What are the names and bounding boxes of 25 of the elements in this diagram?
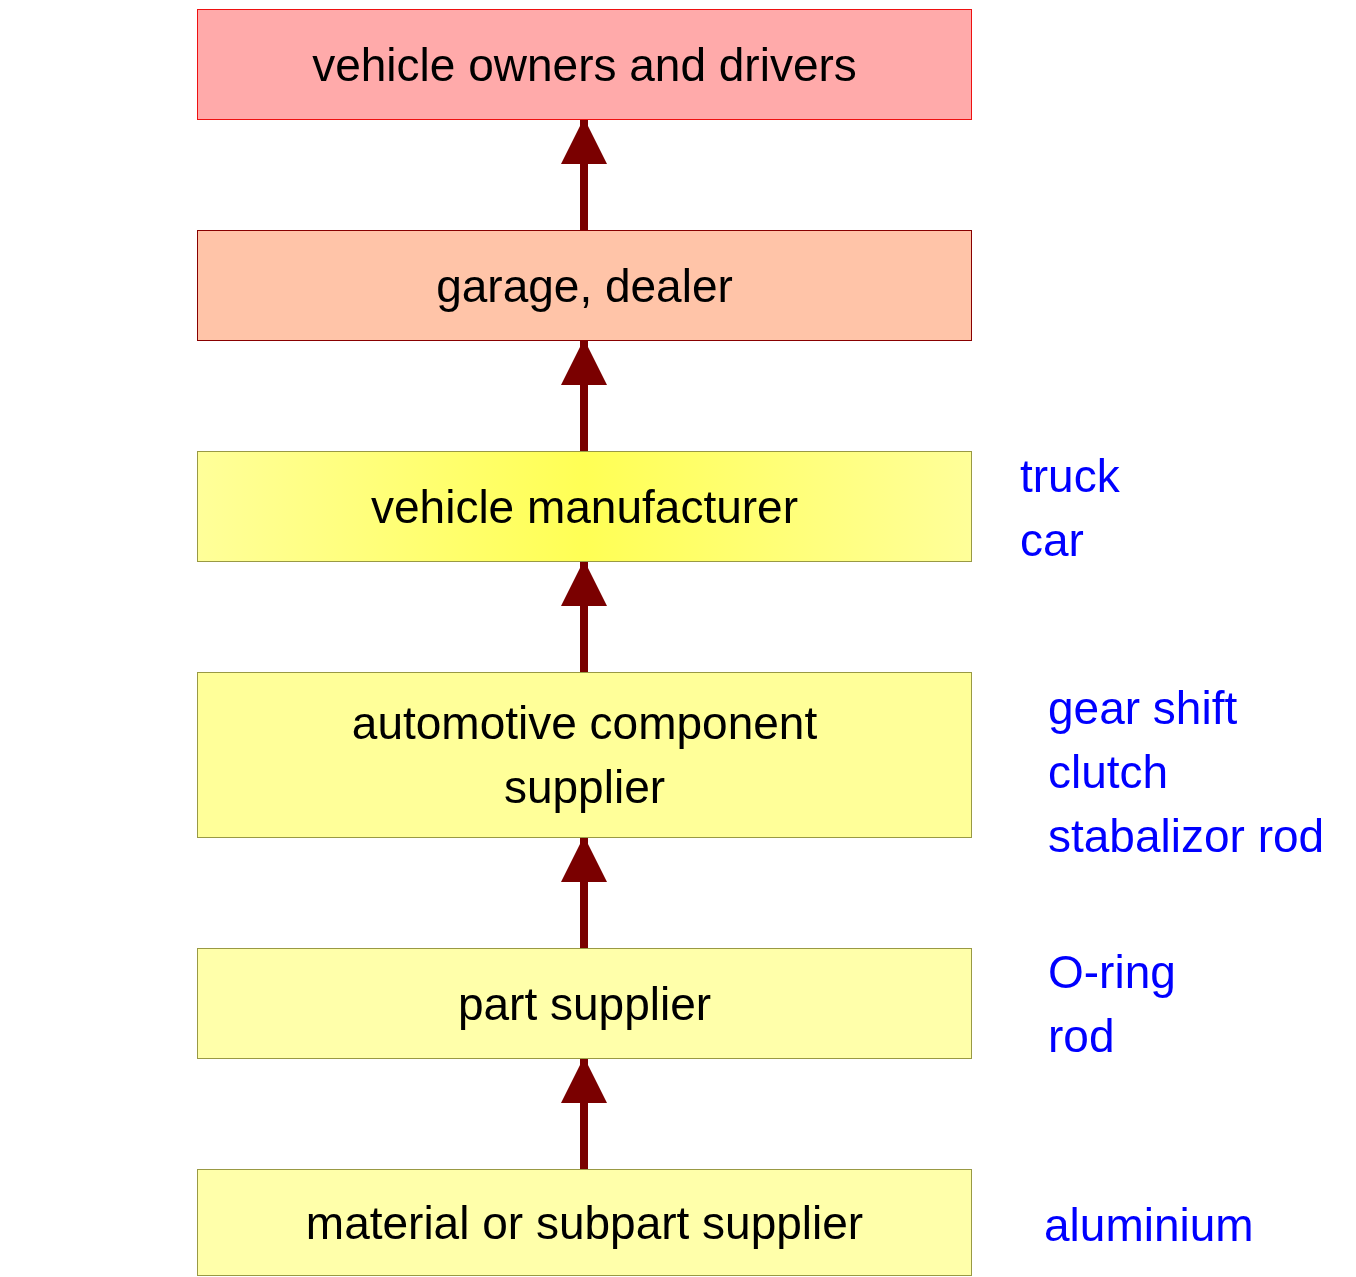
- box-label: material or subpart supplier: [305, 1195, 864, 1251]
- box-label: vehicle manufacturer: [371, 479, 798, 535]
- process-box: [197, 1169, 972, 1276]
- arrow: [561, 560, 607, 672]
- example-label: O-ring: [1048, 945, 1176, 1000]
- example-label: aluminium: [1044, 1198, 1254, 1253]
- process-box: [197, 948, 972, 1059]
- arrow: [561, 1057, 607, 1169]
- arrow: [561, 836, 607, 948]
- arrow: [561, 339, 607, 451]
- example-label: rod: [1048, 1009, 1116, 1064]
- box-label: vehicle owners and drivers: [312, 37, 857, 93]
- process-box: [197, 230, 972, 341]
- arrow: [561, 118, 607, 230]
- example-label: truck: [1020, 449, 1120, 504]
- process-box: [197, 9, 972, 120]
- box-label: automotive component supplier: [350, 696, 819, 815]
- box-label: garage, dealer: [436, 258, 733, 314]
- example-label: stabalizor rod: [1048, 809, 1325, 864]
- example-label: gear shift: [1048, 681, 1239, 736]
- process-box: [197, 672, 972, 838]
- example-label: clutch: [1048, 745, 1170, 800]
- example-label: car: [1020, 513, 1085, 568]
- process-box: [197, 451, 972, 562]
- box-label: part supplier: [457, 976, 712, 1032]
